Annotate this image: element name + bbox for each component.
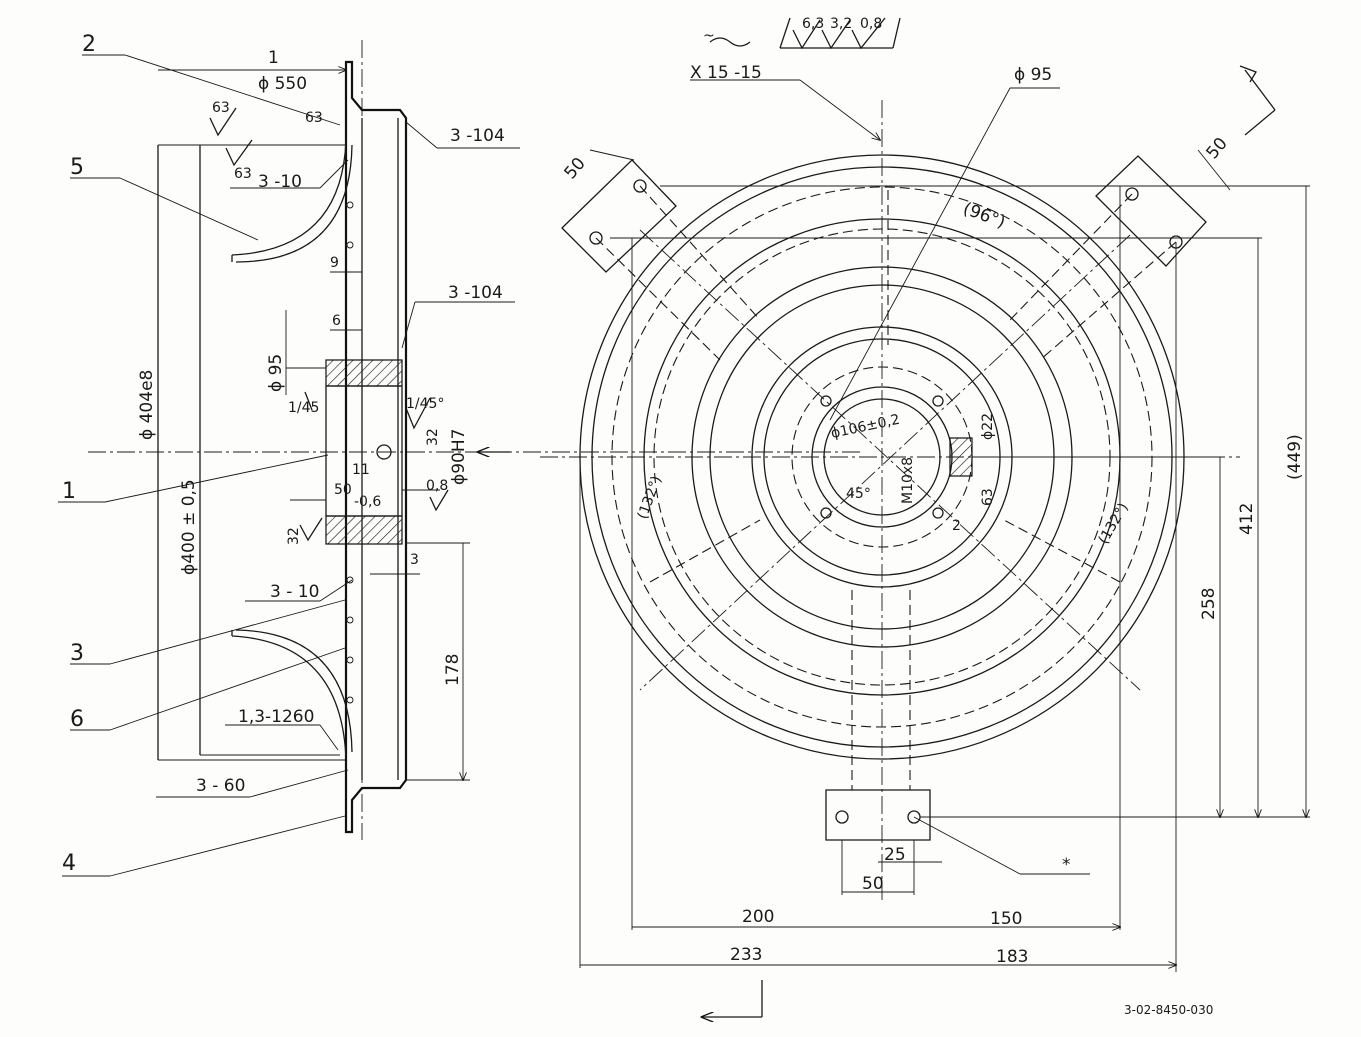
roughness-tilde: ~: [703, 28, 715, 44]
dim-d22: ϕ22: [980, 413, 996, 440]
dim-d404e8: ϕ 404e8: [137, 370, 157, 440]
part-number-2: 2: [82, 32, 96, 57]
dim-200: 200: [742, 907, 774, 927]
dim-d550: ϕ 550: [258, 74, 307, 94]
dim-minus-0-6: -0,6: [354, 494, 381, 510]
part-number-6: 6: [70, 707, 84, 732]
roughness-63-a: 63: [212, 100, 230, 116]
dim-d95-side: ϕ 95: [266, 354, 286, 392]
tube-holes: [346, 201, 354, 704]
dim-lug-50-right: 50: [1203, 134, 1232, 163]
dim-50: 50: [334, 482, 352, 498]
dim-top-1: 1: [268, 48, 279, 68]
weld-1-3-1260: 1,3-1260: [238, 707, 314, 727]
dim-9: 9: [330, 255, 339, 271]
section-label: X 15 -15: [690, 63, 762, 83]
thread-m10: M10x8: [900, 457, 916, 504]
angle-96: (96°): [960, 199, 1008, 233]
weld-3-60: 3 - 60: [196, 776, 245, 796]
dim-lug-50-left: 50: [561, 154, 590, 183]
dim-449: (449): [1285, 434, 1305, 480]
dim-0-8: 0,8: [426, 478, 448, 494]
roughness-63-c: 63: [234, 166, 252, 182]
weld-3-10-bot: 3 - 10: [270, 582, 319, 602]
weld-3-10-top: 3 -10: [258, 172, 302, 192]
roughness-0-8: 0,8: [860, 16, 882, 32]
dim-d90h7: ϕ90H7: [449, 429, 469, 485]
chamfer-1-45-left: 1/45: [288, 400, 319, 416]
weld-3-104-mid: 3 -104: [448, 283, 503, 303]
side-view: [58, 40, 860, 877]
lug-bottom: [825, 590, 931, 841]
roughness-63-front: 63: [980, 488, 996, 506]
asterisk-note: *: [1062, 855, 1071, 875]
angle-132-right: (132°): [1096, 500, 1132, 547]
dim-25: 25: [884, 845, 906, 865]
dim-2: 2: [952, 518, 961, 534]
section-view-arrow-bottom: [702, 980, 763, 1017]
dim-d95-front: ϕ 95: [1014, 65, 1052, 85]
dim-258: 258: [1199, 588, 1219, 620]
roughness-32-left: 32: [286, 527, 302, 545]
dim-150: 150: [990, 909, 1022, 929]
dim-3: 3: [410, 552, 419, 568]
roughness-symbol: ~ 6,3 3,2 0,8: [703, 16, 901, 50]
part-number-3: 3: [70, 641, 84, 666]
angle-132-left: (132°): [635, 474, 665, 521]
dim-11: 11: [352, 462, 370, 478]
dim-178: 178: [443, 654, 463, 686]
part-number-4: 4: [62, 851, 76, 876]
drawing-number: 3-02-8450-030: [1124, 1003, 1213, 1017]
dim-183: 183: [996, 947, 1028, 967]
roughness-32-right: 32: [425, 428, 441, 446]
dim-233: 233: [730, 945, 762, 965]
weld-3-104-top: 3 -104: [450, 126, 505, 146]
angle-45: 45°: [846, 486, 871, 502]
part-number-1: 1: [62, 479, 76, 504]
front-view: [540, 79, 1310, 972]
dim-412: 412: [1237, 503, 1257, 535]
roughness-6-3: 6,3: [802, 16, 824, 32]
chamfer-1-45-right: 1/45°: [406, 396, 444, 412]
roughness-3-2: 3,2: [830, 16, 852, 32]
lug-upper-right: [1009, 155, 1207, 361]
view-direction-arrow-top-right: [1239, 65, 1276, 136]
dim-d400: ϕ400 ± 0,5: [179, 479, 199, 575]
dim-6: 6: [332, 313, 341, 329]
part-number-5: 5: [70, 155, 84, 180]
lug-upper-left: [561, 159, 761, 361]
roughness-63-b: 63: [305, 110, 323, 126]
dim-50-bottom: 50: [862, 874, 884, 894]
